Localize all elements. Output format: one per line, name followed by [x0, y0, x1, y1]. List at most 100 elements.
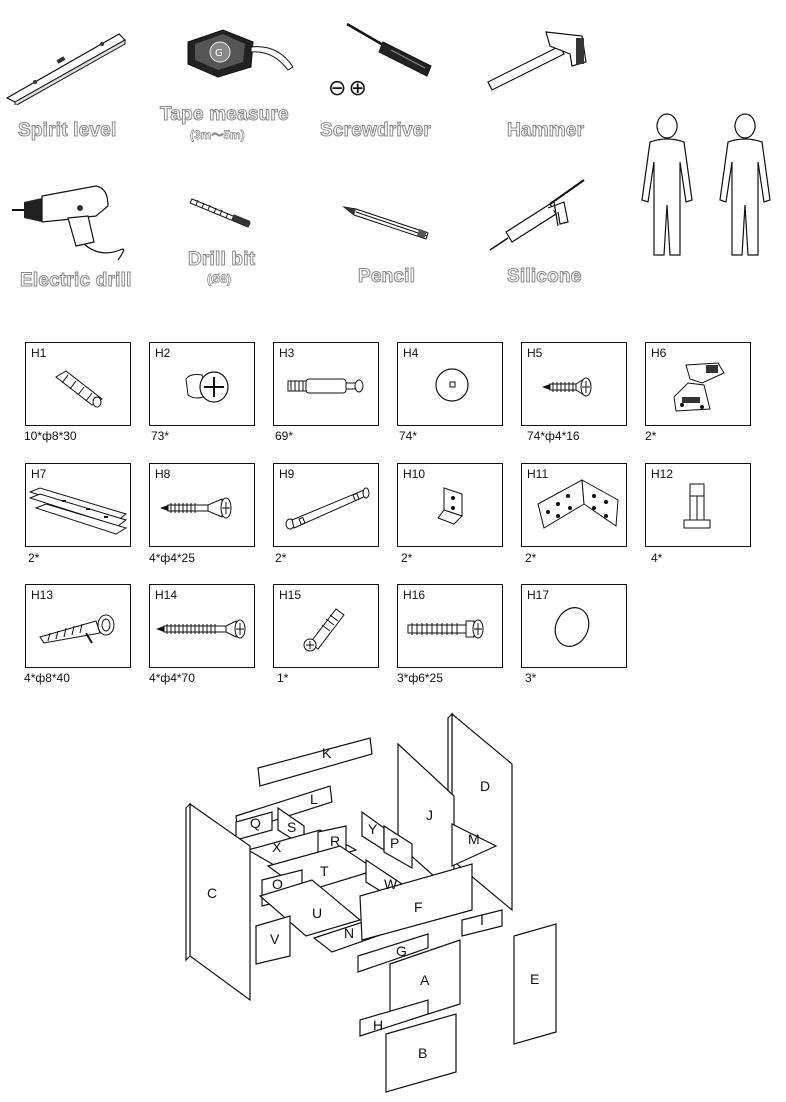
panel-label-p: P — [390, 835, 399, 851]
cover-cap-icon — [435, 368, 469, 402]
panel-label-y: Y — [368, 821, 378, 837]
hardware-code: H3 — [279, 346, 295, 360]
panel-label-d: D — [480, 778, 490, 794]
hammer-icon — [487, 31, 587, 91]
hardware-code: H11 — [527, 467, 549, 481]
hardware-box-h3: H3 — [273, 342, 379, 426]
long-screw-icon — [156, 619, 246, 639]
panel-label-e: E — [530, 971, 539, 987]
hardware-box-h4: H4 — [397, 342, 503, 426]
hardware-box-h15: H15 — [273, 584, 379, 668]
tool-label-screwdriver: Screwdriver — [320, 120, 432, 142]
hardware-qty: 69* — [275, 429, 294, 443]
cam-bolt-icon — [287, 378, 364, 394]
panel-label-c: C — [207, 885, 217, 901]
tool-label-tape-measure: Tape measure — [160, 104, 290, 126]
hardware-code: H4 — [403, 346, 419, 360]
bolt-screw-icon — [407, 619, 484, 639]
hardware-code: H6 — [651, 346, 667, 360]
hardware-qty: 3*ф6*25 — [397, 671, 443, 685]
tool-label-pencil: Pencil — [357, 266, 416, 288]
connector-rod-icon — [285, 487, 370, 530]
wooden-dowel-icon — [55, 370, 103, 408]
panel-label-l: L — [310, 791, 318, 807]
panel-label-b: B — [418, 1045, 427, 1061]
tool-label-hammer: Hammer — [506, 120, 585, 142]
pencil-icon — [342, 206, 429, 240]
panel-label-j: J — [426, 807, 433, 823]
drill-bit-icon — [190, 198, 251, 228]
hardware-box-h13: H13 — [25, 584, 131, 668]
screwdriver-icon — [346, 22, 432, 77]
hardware-box-h5: H5 — [521, 342, 627, 426]
hardware-qty: 4*ф8*40 — [24, 671, 70, 685]
hardware-qty: 74* — [399, 429, 418, 443]
phillips-head-icon: ⊕ — [348, 76, 367, 101]
hardware-code: H1 — [31, 346, 47, 360]
hardware-qty: 4*ф4*25 — [149, 551, 195, 565]
tool-sub-drill-bit: (Ø8) — [207, 272, 232, 287]
hardware-code: H14 — [155, 588, 178, 602]
hardware-box-h10: H10 — [397, 463, 503, 547]
hardware-code: H8 — [155, 467, 171, 481]
medium-screw-icon — [160, 497, 232, 519]
cam-lock-icon — [185, 371, 229, 403]
hardware-qty: 74*ф4*16 — [527, 429, 580, 443]
silicone-gun-icon — [489, 179, 585, 251]
hardware-box-h12: H12 — [645, 463, 751, 547]
hardware-code: H17 — [527, 588, 550, 602]
hardware-qty: 1* — [277, 671, 289, 685]
panel-label-o: O — [272, 876, 283, 892]
hardware-box-h8: H8 — [149, 463, 255, 547]
panel-label-q: Q — [250, 815, 261, 831]
hardware-code: H16 — [403, 588, 426, 602]
wall-anchor-icon — [39, 614, 115, 644]
panel-label-t: T — [320, 863, 329, 879]
hardware-code: H2 — [155, 346, 171, 360]
tool-label-silicone: Silicone — [506, 266, 582, 288]
tool-label-drill-bit: Drill bit — [187, 249, 256, 271]
hardware-code: H5 — [527, 346, 543, 360]
panel-label-s: S — [287, 819, 296, 835]
panel-label-k: K — [322, 745, 332, 761]
felt-pad-icon — [554, 607, 590, 647]
svg-text:G: G — [215, 48, 223, 59]
hardware-qty: 73* — [151, 429, 170, 443]
hardware-code: H10 — [403, 467, 426, 481]
panel-label-x: X — [272, 839, 282, 855]
tool-label-electric-drill: Electric drill — [20, 270, 132, 292]
hardware-qty: 2* — [275, 551, 287, 565]
panel-label-r: R — [330, 833, 340, 849]
plug-screw-icon — [303, 608, 345, 652]
panel-label-f: F — [414, 899, 423, 915]
electric-drill-icon — [12, 185, 125, 261]
hinge-icon — [673, 362, 725, 412]
hardware-box-h1: H1 — [25, 342, 131, 426]
tool-sub-tape-measure: (3m～5m) — [190, 128, 245, 143]
screwdriver-heads: ⊖⊕ — [328, 76, 367, 101]
panel-label-g: G — [396, 943, 407, 959]
tape-measure-icon: G — [187, 29, 294, 78]
short-screw-icon — [542, 377, 592, 397]
small-bracket-icon — [437, 487, 463, 525]
spirit-level-icon — [5, 33, 126, 105]
hardware-qty: 2* — [401, 551, 413, 565]
hardware-box-h16: H16 — [397, 584, 503, 668]
hardware-qty: 10*ф8*30 — [24, 429, 77, 443]
panel-label-v: V — [270, 931, 280, 947]
hardware-code: H12 — [651, 467, 674, 481]
hardware-code: H13 — [31, 588, 54, 602]
hardware-qty: 2* — [28, 551, 40, 565]
hardware-box-h14: H14 — [149, 584, 255, 668]
drawer-slide-icon — [28, 487, 128, 535]
angle-bracket-icon — [537, 479, 619, 529]
exploded-cabinet-diagram: K D L J Q S Y M X R P C T O W F U I V N … — [185, 712, 557, 1093]
panel-label-u: U — [312, 905, 322, 921]
tool-label-spirit-level: Spirit level — [18, 120, 117, 142]
panel-label-a: A — [420, 972, 430, 988]
two-people-icon — [641, 113, 771, 256]
hardware-qty: 2* — [525, 551, 537, 565]
hardware-qty: 2* — [645, 429, 657, 443]
hardware-qty: 4*ф4*70 — [149, 671, 195, 685]
panel-label-h: H — [373, 1017, 383, 1033]
